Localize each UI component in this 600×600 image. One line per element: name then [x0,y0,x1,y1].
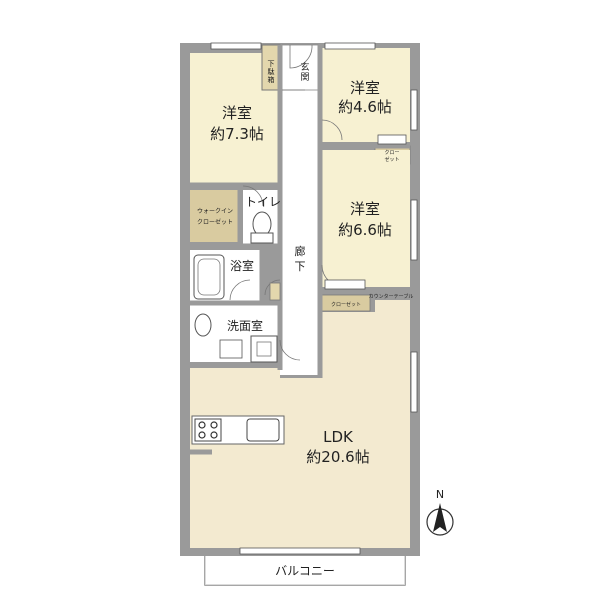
walk-in-closet-label-2: クローゼット [197,218,233,226]
hallway-label-2: 下 [295,260,306,273]
walk-in-closet [190,190,240,242]
hallway [280,45,320,375]
western-room-3-name: 洋室 [350,200,380,218]
western-room-1-area: 約7.3帖 [210,125,264,143]
closet-small-label-1: クロー [384,150,399,156]
western-room-2-name: 洋室 [350,79,380,97]
western-room-2-area: 約4.6帖 [338,98,392,116]
western-room-3 [322,150,410,287]
entrance-label-1: 玄 [300,61,309,73]
ldk-name: LDK [323,428,354,446]
closet-wide-label: クローゼット [331,301,361,308]
bathroom-label: 浴室 [230,258,254,273]
ldk-area: 約20.6帖 [306,448,369,466]
western-room-1-name: 洋室 [222,104,252,122]
compass-needle-icon [433,503,447,532]
sink-icon [246,418,280,442]
compass-label: N [436,488,444,501]
balcony-label: バルコニー [275,564,335,578]
shoe-box-label-3: 箱 [268,75,275,84]
hallway-label-1: 廊 [295,244,306,258]
washbasin-icon [194,313,212,337]
walk-in-closet-label-1: ウォークイン [197,207,233,215]
toilet-label: トイレ [245,195,281,209]
closet-small-label-2: ゼット [384,156,399,163]
shoe-box-label-1: 下 [268,60,275,68]
shoe-box-label-2: 駄 [268,67,275,76]
entrance-label-2: 関 [300,72,309,83]
compass: N [426,488,454,536]
counter-table-label: カウンターテーブル [369,293,414,300]
ldk-room [190,300,410,548]
washroom-label: 洗面室 [227,318,263,333]
western-room-3-area: 約6.6帖 [338,221,392,239]
washer-pan-icon [250,335,278,363]
toilet-icon [252,211,272,237]
stove-icon [194,418,222,442]
